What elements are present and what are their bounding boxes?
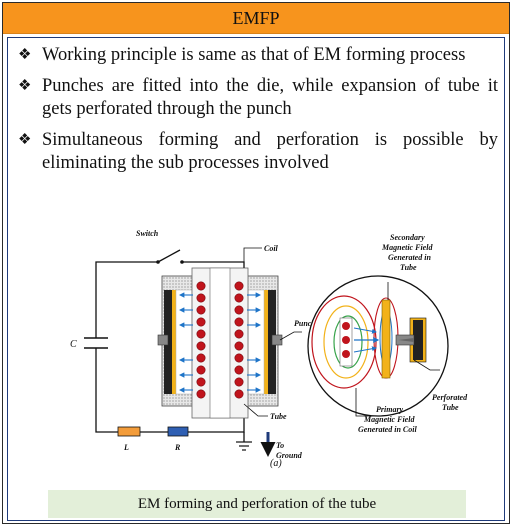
inductor xyxy=(117,426,141,437)
switch-label: Switch xyxy=(136,229,159,238)
punch-label: Punch xyxy=(294,319,316,328)
secondary-field-label: Secondary xyxy=(390,233,425,242)
diamond-bullet-icon: ❖ xyxy=(18,132,32,148)
secondary-field-label: Magnetic Field xyxy=(381,243,433,252)
inductor-label: L xyxy=(123,443,129,452)
forming-die xyxy=(161,267,279,419)
switch-contact xyxy=(180,260,184,264)
leader-lines xyxy=(243,247,302,417)
resistor xyxy=(167,426,189,437)
coil-label: Coil xyxy=(264,244,279,253)
ground-label: To xyxy=(276,441,284,450)
secondary-field-label: Tube xyxy=(400,263,417,272)
perforated-tube-label: Tube xyxy=(442,403,459,412)
force-arrows xyxy=(178,292,262,393)
capacitor-label: C xyxy=(70,339,77,350)
secondary-field-label: Generated in xyxy=(388,253,431,262)
bullet-text: Punches are fitted into the die, while e… xyxy=(42,76,498,119)
bullet-text: Simultaneous forming and perforation is … xyxy=(42,130,498,173)
tube-label: Tube xyxy=(270,412,287,421)
coil-turns xyxy=(196,281,244,399)
bullet-list: ❖ Working principle is same as that of E… xyxy=(18,44,498,183)
slide-title: EMFP xyxy=(3,3,509,34)
primary-field-label: Magnetic Field xyxy=(363,415,415,424)
primary-field-label: Primary xyxy=(376,405,404,414)
perforated-tube-label: Perforated xyxy=(432,393,468,402)
diamond-bullet-icon: ❖ xyxy=(18,78,32,94)
emfp-diagram: C Switch L R To Ground xyxy=(70,229,468,469)
punch xyxy=(157,334,169,346)
bullet-text: Working principle is same as that of EM … xyxy=(42,45,466,65)
figure-caption: EM forming and perforation of the tube xyxy=(48,490,466,518)
switch-contact xyxy=(156,260,160,264)
bullet-item: ❖ Punches are fitted into the die, while… xyxy=(18,75,498,121)
slide: EMFP ❖ Working principle is same as that… xyxy=(2,2,510,524)
bullet-item: ❖ Working principle is same as that of E… xyxy=(18,44,498,67)
capacitor xyxy=(84,337,108,349)
punch xyxy=(271,334,283,346)
detail-leader-lines xyxy=(355,282,440,417)
ground-label: Ground xyxy=(276,451,303,460)
detail-view xyxy=(307,275,449,417)
content-panel: ❖ Working principle is same as that of E… xyxy=(7,37,505,521)
panel-label: (a) xyxy=(270,458,282,469)
diamond-bullet-icon: ❖ xyxy=(18,47,32,63)
ground-icon xyxy=(236,441,252,451)
resistor-label: R xyxy=(174,443,181,452)
bullet-item: ❖ Simultaneous forming and perforation i… xyxy=(18,129,498,175)
primary-field-label: Generated in Coil xyxy=(358,425,417,434)
